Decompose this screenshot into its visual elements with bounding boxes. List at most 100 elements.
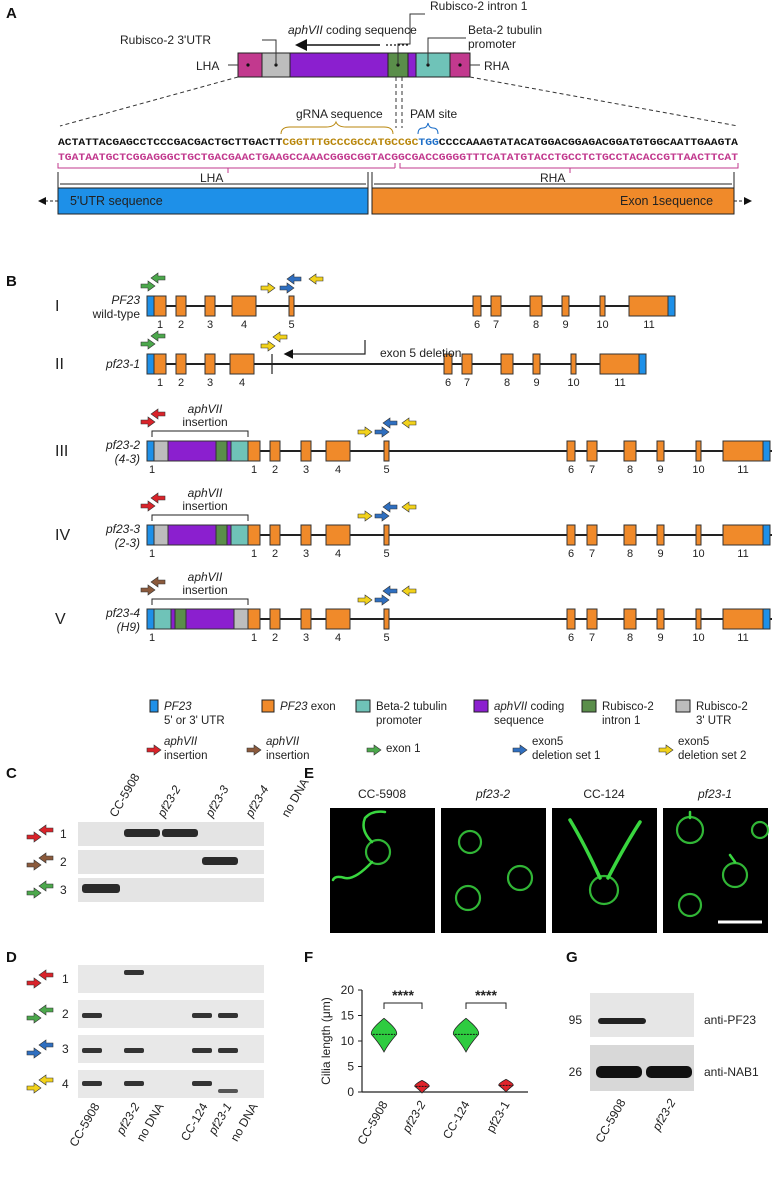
exon-number-4: 4 <box>335 464 341 476</box>
insertion-label-2: insertion <box>182 583 227 597</box>
exon-number-1: 1 <box>251 464 257 476</box>
significance-bracket <box>383 1002 423 1009</box>
primer-yellow-r <box>272 331 288 343</box>
panel-label-a: A <box>6 5 17 22</box>
row-genotype-subname: (2-3) <box>115 536 140 550</box>
cassette-intron <box>215 440 228 462</box>
exon-number-10: 10 <box>692 464 704 476</box>
insertion-bracket <box>151 514 249 521</box>
significance-label: **** <box>475 987 497 1003</box>
exon5-deletion-arrow <box>283 340 366 359</box>
exon-number-1: 1 <box>251 632 257 644</box>
gel-d-band <box>218 1013 238 1018</box>
exon-number-11: 11 <box>643 319 654 331</box>
primer-blue-r <box>382 501 398 513</box>
gel-d-band <box>192 1013 212 1018</box>
cilium <box>728 853 737 864</box>
exon-box-label: Exon 1sequence <box>620 194 713 208</box>
utr-box <box>57 187 369 215</box>
primer-insertion-r <box>150 408 166 420</box>
legend-exon: PF23 exon <box>280 701 336 713</box>
gel-c-lane-label: no DNA <box>278 776 311 819</box>
primer-insertion-r <box>150 492 166 504</box>
panel-label-c: C <box>6 765 17 782</box>
cassette-aphvii <box>226 524 232 546</box>
exon-7 <box>586 440 598 462</box>
x-tick-label: pf23-2 <box>399 1098 429 1136</box>
y-tick-label: 5 <box>347 1060 354 1074</box>
panel-label-g: G <box>566 949 578 966</box>
micrograph-label: pf23-1 <box>697 787 732 801</box>
aphvii-block <box>289 52 389 78</box>
exon-5 <box>383 524 390 546</box>
gel-c-band <box>162 829 198 837</box>
exon-1 <box>247 524 261 546</box>
exon-3 <box>204 295 216 317</box>
exon-10 <box>695 608 702 630</box>
cassette-aphvii <box>167 440 217 462</box>
primer-blue-f <box>374 594 390 606</box>
legend-yellow-arrow-icon <box>658 744 674 756</box>
exon-number-2: 2 <box>178 319 184 331</box>
gel-d-primer-r-icon <box>38 1039 54 1051</box>
primer-blue-r <box>382 585 398 597</box>
exon-number-10: 10 <box>596 319 608 331</box>
exon-6 <box>472 295 482 317</box>
gel-d-band <box>218 1089 238 1093</box>
beta2-block <box>415 52 451 78</box>
gel-c-band <box>82 884 120 893</box>
exon-11 <box>599 353 641 375</box>
cilium <box>568 818 602 880</box>
exon-7 <box>461 353 473 375</box>
gel-d-band <box>192 1048 212 1053</box>
cassette-beta2 <box>230 524 249 546</box>
gel-d-row-number: 4 <box>62 1077 69 1091</box>
cell-body <box>506 864 534 892</box>
exon-number-1a: 1 <box>149 464 155 476</box>
utr-block <box>762 608 771 630</box>
insertion-label-2: insertion <box>182 499 227 513</box>
gel-c-row-number: 3 <box>60 883 67 897</box>
exon-11 <box>722 608 764 630</box>
violin <box>370 1017 398 1053</box>
cilium <box>606 820 642 880</box>
mw-label: 26 <box>569 1065 583 1079</box>
primer-insertion-f <box>140 584 156 596</box>
row-roman-numeral: II <box>55 356 64 373</box>
primer-yellow-f <box>357 510 373 522</box>
gel-d-strip <box>78 965 264 993</box>
exon-number-9: 9 <box>533 377 539 389</box>
exon-number-6: 6 <box>568 548 574 560</box>
legend-blue-arrow-icon <box>512 744 528 756</box>
utr-block <box>146 295 155 317</box>
exon-number-11: 11 <box>737 632 748 644</box>
gel-c-primer-f-icon <box>26 887 42 899</box>
lha-bar-label: LHA <box>200 171 223 185</box>
gel-c-lane-label: pf23-4 <box>242 783 272 821</box>
cassette-beta2 <box>230 440 249 462</box>
cassette-aphvii <box>167 524 217 546</box>
exon1-box <box>371 187 735 215</box>
exon-number-7: 7 <box>589 464 595 476</box>
cassette-beta2 <box>153 608 172 630</box>
exon-number-2: 2 <box>272 548 278 560</box>
micrograph-panel <box>330 808 435 933</box>
primer-green-f <box>140 338 156 350</box>
gel-c-lane-label: pf23-2 <box>154 783 184 821</box>
cassette-intron <box>174 608 187 630</box>
exon-number-11: 11 <box>737 548 748 560</box>
exon-1 <box>153 295 167 317</box>
primer-yellow-f <box>357 426 373 438</box>
exon-number-5: 5 <box>383 464 389 476</box>
cell-body <box>457 829 483 855</box>
cassette-rubisco3 <box>153 440 169 462</box>
